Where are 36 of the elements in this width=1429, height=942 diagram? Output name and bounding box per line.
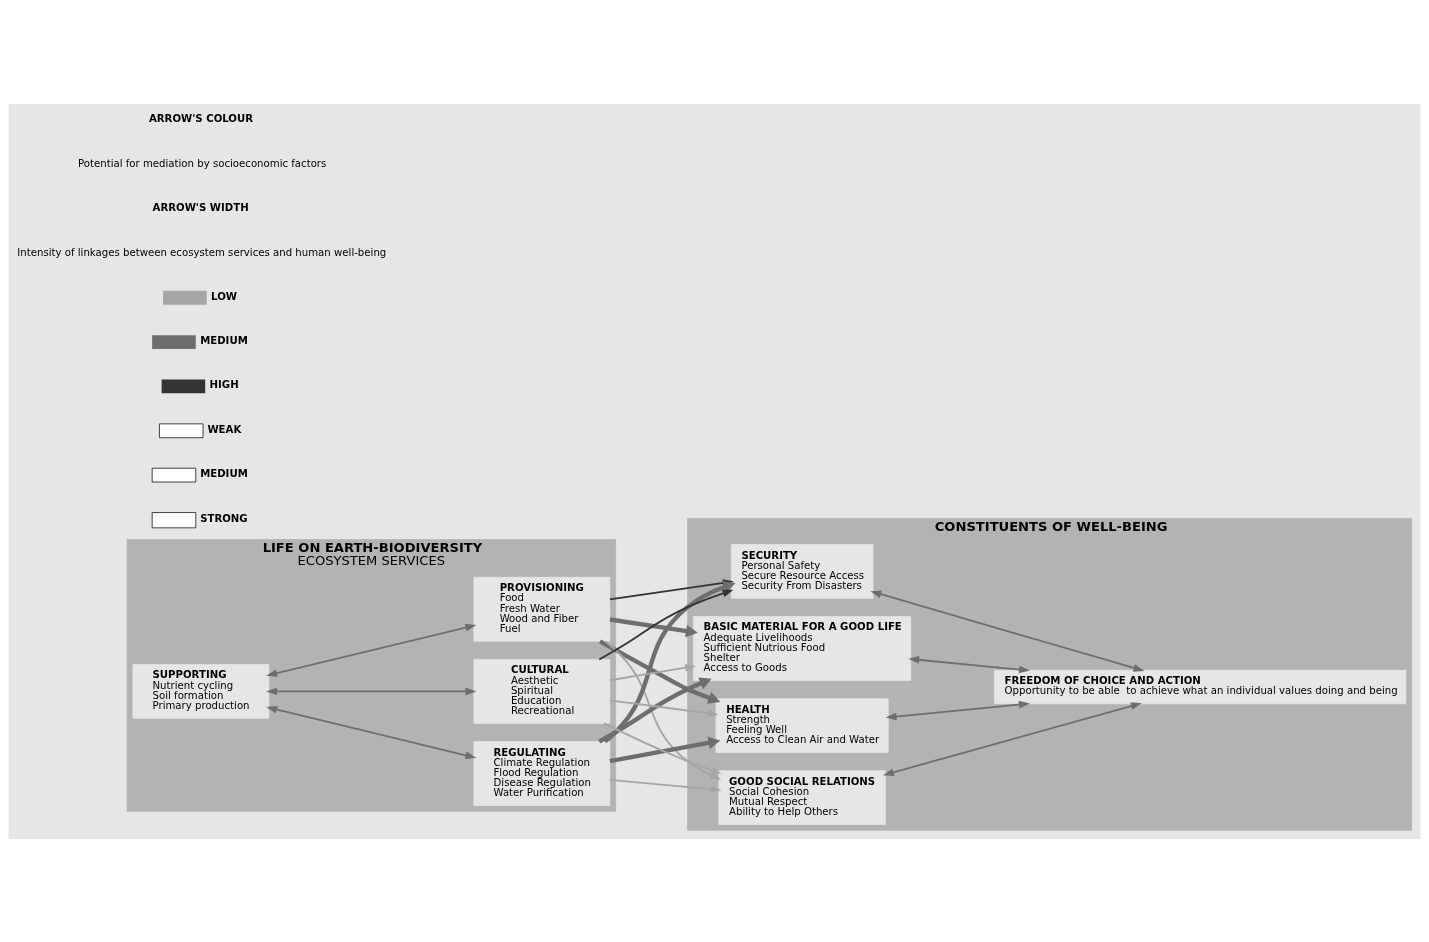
arrow (882, 701, 1142, 776)
arrow (908, 655, 1030, 673)
arrow (609, 616, 698, 637)
node-box: BASIC MATERIAL FOR A GOOD LIFE Adequate Livelihoods Sufficient Nutrious Food Shelter Access to Goods (693, 615, 912, 681)
label: ARROW'S COLOUR (148, 112, 254, 124)
arrow (598, 589, 734, 660)
arrow (609, 663, 696, 681)
label: ARROW'S WIDTH (152, 201, 249, 213)
legend-label: MEDIUM (200, 334, 248, 346)
legend-label: STRONG (200, 512, 248, 524)
node-box: CULTURAL Aesthetic Spiritual Education Recreational (473, 658, 611, 724)
node-box: GOOD SOCIAL RELATIONS Social Cohesion Mutual Respect Ability to Help Others (718, 769, 886, 825)
arrow (266, 623, 477, 677)
legend-label: HIGH (209, 378, 239, 390)
arrow (604, 640, 722, 780)
node-box: REGULATING Climate Regulation Flood Regulation Disease Regulation Water Purification (473, 740, 611, 806)
label: Intensity of linkages between ecosystem services and human well-being (17, 246, 387, 258)
arrow (870, 590, 1145, 672)
node-box: HEALTH Strength Feeling Well Access to Clean Air and Water (715, 697, 889, 753)
arrow (885, 700, 1030, 720)
node-box: SECURITY Personal Safety Secure Resource Access Security From Disasters (730, 543, 874, 599)
legend-label: LOW (211, 290, 237, 302)
node-box: PROVISIONING Food Fresh Water Wood and Fiber Fuel (473, 576, 611, 642)
arrow (598, 677, 712, 743)
node-box: FREEDOM OF CHOICE AND ACTION Opportunity to be able to achieve what an individual values doing and being (994, 669, 1407, 704)
arrow (609, 736, 721, 763)
arrow (266, 705, 477, 759)
arrow (609, 698, 719, 717)
label: Potential for mediation by socioeconomic factors (78, 157, 327, 169)
arrow (266, 687, 477, 695)
legend-label: MEDIUM (200, 467, 248, 479)
node-box: SUPPORTING Nutrient cycling Soil formation Primary production (132, 663, 270, 719)
legend-label: WEAK (207, 423, 242, 435)
arrow (603, 722, 722, 774)
arrow (609, 778, 722, 793)
arrow (598, 638, 721, 704)
